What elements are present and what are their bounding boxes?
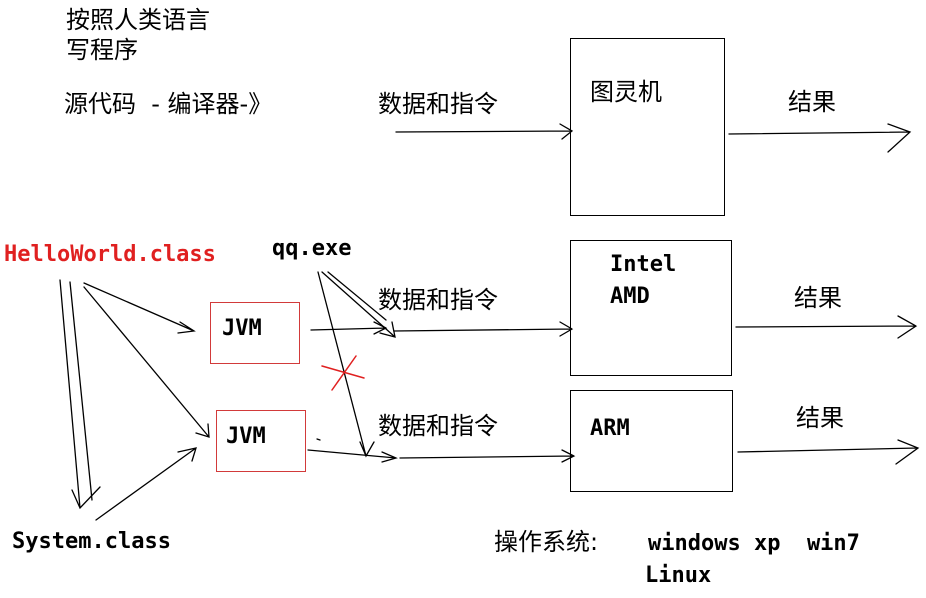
arrow-to-turing xyxy=(395,123,574,140)
arrow-to-arm xyxy=(399,449,576,463)
tick-mark xyxy=(316,438,321,441)
helloworld-class-label: HelloWorld.class xyxy=(4,242,216,267)
arrow-jvm1-out xyxy=(310,321,388,335)
os-list-label: windows xp win7 xyxy=(648,531,860,556)
arrow-result-3 xyxy=(737,439,920,465)
heading-line-2: 写程序 xyxy=(66,36,138,64)
arrow-hello-to-system xyxy=(59,279,101,510)
amd-label: AMD xyxy=(610,284,650,309)
data-instructions-label-1: 数据和指令 xyxy=(378,90,498,118)
arrow-hello-to-jvm2 xyxy=(83,286,210,438)
arrow-qq-down xyxy=(317,271,375,458)
red-cross-icon xyxy=(321,355,365,391)
result-label-1: 结果 xyxy=(788,88,836,116)
arrow-hello-to-system-2 xyxy=(69,281,93,501)
source-compiler-label: 源代码 - 编译器-》 xyxy=(64,90,273,118)
system-class-label: System.class xyxy=(12,529,171,554)
os-label: 操作系统: xyxy=(494,528,599,556)
qq-exe-label: qq.exe xyxy=(272,236,352,261)
intel-label: Intel xyxy=(610,252,677,277)
linux-label: Linux xyxy=(645,563,712,588)
data-instructions-label-3: 数据和指令 xyxy=(378,412,498,440)
turing-machine-box xyxy=(570,38,725,216)
result-label-2: 结果 xyxy=(794,284,842,312)
arrow-result-2 xyxy=(735,315,918,339)
arrow-system-to-jvm2 xyxy=(95,447,197,521)
jvm-box-1 xyxy=(210,302,300,364)
arrow-qq-to-data-2 xyxy=(327,271,387,321)
arrow-result-1 xyxy=(728,123,912,153)
intel-amd-box xyxy=(570,240,732,376)
arm-box xyxy=(570,390,733,492)
jvm-box-2 xyxy=(216,410,306,472)
arm-label: ARM xyxy=(590,416,630,441)
data-instructions-label-2: 数据和指令 xyxy=(378,286,498,314)
result-label-3: 结果 xyxy=(796,404,844,432)
jvm-label-1: JVM xyxy=(222,316,262,341)
turing-machine-label: 图灵机 xyxy=(590,78,662,106)
arrow-to-intel xyxy=(393,321,574,337)
heading-line-1: 按照人类语言 xyxy=(66,6,210,34)
arrow-jvm2-out xyxy=(307,449,398,463)
jvm-label-2: JVM xyxy=(226,424,266,449)
arrow-hello-to-jvm1 xyxy=(83,282,196,334)
